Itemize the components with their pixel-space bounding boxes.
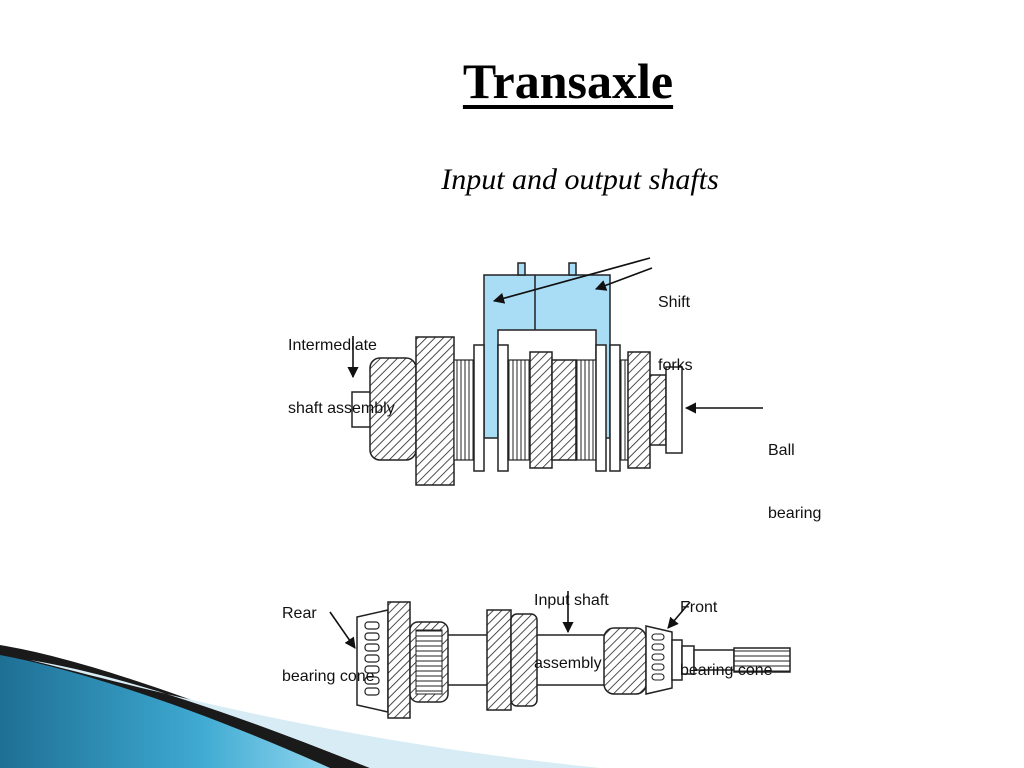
rear-bearing-cone-label: Rear bearing cone (282, 605, 375, 685)
intermediate-shaft-label: Intermediate shaft assembly (288, 337, 395, 417)
front-bearing-cone-label: Front bearing cone (680, 599, 773, 679)
shift-forks-label: Shift forks (658, 294, 693, 374)
slide-subtitle: Input and output shafts (441, 163, 719, 196)
ball-bearing-label: Ball bearing (768, 442, 822, 522)
input-shaft-assembly-label: Input shaft assembly (534, 592, 609, 672)
shift-fork-shape (483, 262, 611, 439)
slide-title: Transaxle (462, 53, 674, 109)
